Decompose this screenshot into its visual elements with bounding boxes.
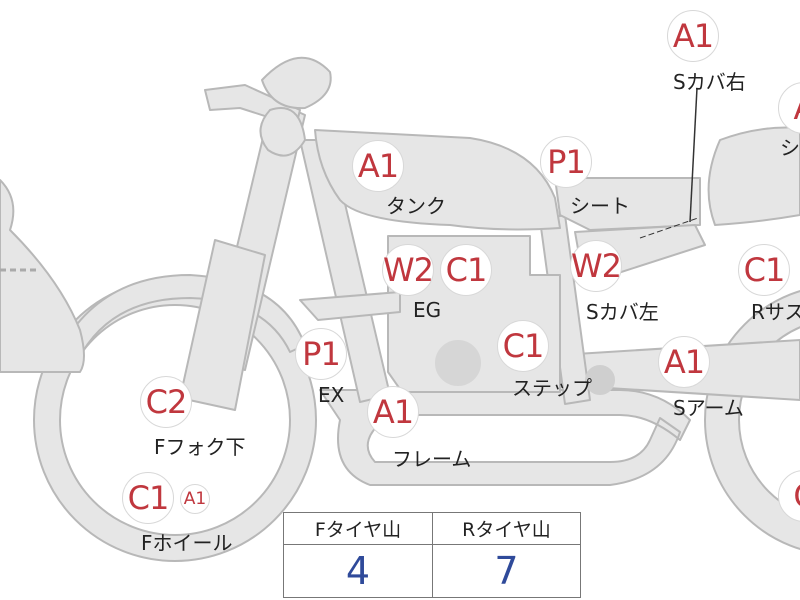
badge-ffork: C2: [140, 376, 192, 428]
badge-tank: A1: [352, 140, 404, 192]
table-divider: [432, 513, 433, 597]
badge-scover-left: W2: [570, 240, 622, 292]
label-fwheel: Fホイール: [141, 531, 233, 555]
rear-cowl: [707, 126, 800, 226]
badge-ex: P1: [295, 328, 347, 380]
label-frame: フレーム: [392, 447, 472, 471]
label-tank: タンク: [386, 194, 446, 218]
label-step: ステップ: [512, 376, 592, 400]
label-scover-left: Sカバ左: [586, 300, 659, 324]
label-ex: EX: [318, 383, 345, 407]
label-sarm: Sアーム: [673, 396, 744, 420]
badge-frame: A1: [367, 386, 419, 438]
rear-tire-header: Rタイヤ山: [433, 513, 580, 545]
badge-scover-right: A1: [667, 10, 719, 62]
label-eg: EG: [413, 298, 442, 322]
label-scover-right: Sカバ右: [673, 70, 746, 94]
label-seat: シート: [570, 194, 630, 218]
badge-rsus: C1: [738, 244, 790, 296]
badge-seat: P1: [540, 136, 592, 188]
badge-sarm: A1: [658, 336, 710, 388]
label-right-edge-top: シ: [780, 136, 800, 160]
badge-fwheel-c1: C1: [122, 472, 174, 524]
badge-step: C1: [497, 320, 549, 372]
badge-eg-c1: C1: [440, 244, 492, 296]
rear-wheel: [705, 291, 800, 549]
label-ffork: Fフォク下: [154, 435, 246, 459]
badge-eg-w2: W2: [382, 244, 434, 296]
headlight: [261, 56, 332, 110]
front-cowl: [0, 179, 85, 373]
label-rsus: Rサス: [751, 300, 800, 324]
rear-tire-value: 7: [494, 549, 519, 593]
badge-fwheel-a1: A1: [180, 484, 210, 514]
front-tire-header: Fタイヤ山: [284, 513, 432, 545]
tire-tread-table: Fタイヤ山 Rタイヤ山 4 7: [283, 512, 581, 598]
front-tire-value: 4: [345, 549, 371, 593]
